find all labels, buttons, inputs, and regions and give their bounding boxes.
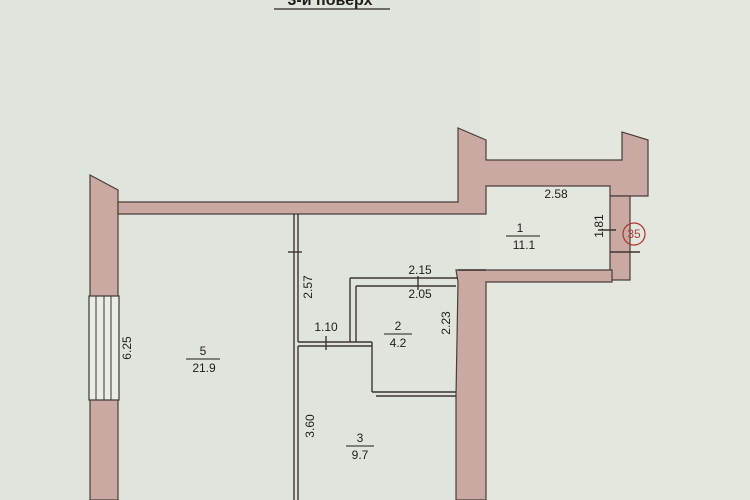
svg-text:1: 1 bbox=[517, 221, 524, 235]
dim-2-58: 2.58 bbox=[544, 187, 568, 201]
room-3-label: 3 9.7 bbox=[346, 431, 374, 462]
svg-text:5: 5 bbox=[200, 344, 207, 358]
svg-text:9.7: 9.7 bbox=[352, 448, 369, 462]
room-2-label: 2 4.2 bbox=[384, 319, 412, 350]
top-exterior-wall bbox=[117, 127, 649, 215]
room-1-label: 1 11.1 bbox=[506, 221, 540, 252]
svg-text:11.1: 11.1 bbox=[513, 238, 536, 252]
dim-3-60: 3.60 bbox=[303, 414, 317, 438]
svg-text:35: 35 bbox=[627, 227, 641, 241]
svg-text:2: 2 bbox=[395, 319, 402, 333]
floor-title: 3-й поверх bbox=[288, 0, 373, 9]
dim-2-57: 2.57 bbox=[301, 275, 315, 299]
dim-1-10: 1.10 bbox=[314, 320, 338, 334]
dim-2-05: 2.05 bbox=[408, 287, 432, 301]
dim-6-25: 6.25 bbox=[120, 336, 134, 360]
apartment-number-stamp: 35 bbox=[622, 222, 646, 246]
dim-1-81: 1.81 bbox=[592, 214, 606, 238]
svg-text:3: 3 bbox=[357, 431, 364, 445]
room1-bottom-wall bbox=[455, 269, 613, 500]
svg-text:4.2: 4.2 bbox=[390, 336, 407, 350]
dim-2-15: 2.15 bbox=[408, 263, 432, 277]
room-5-label: 5 21.9 bbox=[186, 344, 220, 375]
dim-2-23: 2.23 bbox=[439, 311, 453, 335]
svg-text:21.9: 21.9 bbox=[192, 361, 216, 375]
